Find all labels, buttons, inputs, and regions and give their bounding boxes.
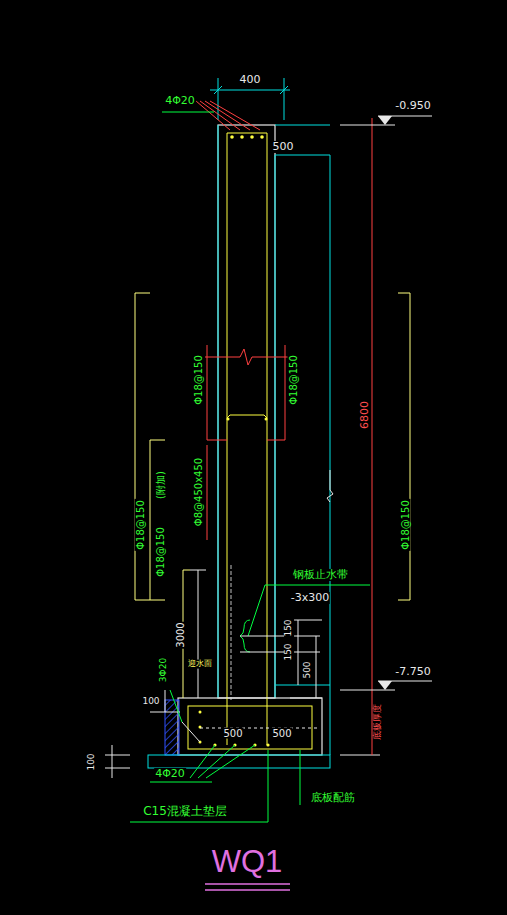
drawing-label: 钢板止水带 (292, 569, 349, 581)
rebar-or-dimension-note: Φ18@150 (400, 499, 411, 551)
rebar-or-dimension-note: 150 (284, 618, 294, 637)
level-marks (378, 116, 432, 690)
rebar-or-dimension-note: 3Φ20 (159, 657, 169, 683)
height-dimension (340, 118, 395, 755)
drawing-label: 500 (272, 141, 295, 153)
drawing-label: -3x300 (290, 592, 330, 604)
rebar-or-dimension-note: Φ18@150 (155, 526, 166, 578)
drawing-title: WQ1 (210, 844, 285, 880)
drawing-label: 4Φ20 (154, 768, 186, 780)
rebar-or-dimension-note: Φ18@150 (288, 354, 299, 406)
leader-lines (162, 101, 285, 540)
rebar-or-dimension-note: 3000 (175, 621, 186, 648)
rebar-or-dimension-note: Φ8@450x450 (193, 457, 204, 527)
break-symbol (205, 349, 333, 502)
rebar-dots (199, 135, 270, 746)
drawing-label: 500 (271, 728, 292, 739)
rebar-or-dimension-note: 500 (303, 660, 313, 679)
rebar-brackets (135, 293, 410, 698)
drawing-label: 500 (222, 728, 243, 739)
wall-outline (218, 125, 330, 755)
drawing-label: C15混凝土垫层 (142, 805, 228, 818)
rebar-or-dimension-note: (附加) (155, 470, 166, 500)
rebar-or-dimension-note: 100 (87, 752, 97, 771)
drawing-label: 400 (239, 74, 262, 86)
drawing-label: 底板配筋 (310, 792, 356, 804)
waterstop (240, 585, 370, 652)
title-underline (205, 884, 290, 890)
footing (148, 698, 330, 768)
bottom-leaders (130, 745, 300, 822)
wall-rebar (227, 133, 267, 700)
drawing-label: 迎水面 (187, 660, 213, 669)
rebar-or-dimension-note: 150 (284, 642, 294, 661)
rebar-or-dimension-note: Φ18@150 (135, 499, 146, 551)
rebar-or-dimension-note: Φ18@150 (193, 354, 204, 406)
drawing-label: -7.750 (394, 666, 431, 678)
drawing-label: 100 (141, 697, 160, 707)
rebar-or-dimension-note: 底板厚度 (373, 703, 383, 741)
drawing-label: -0.950 (394, 100, 431, 112)
drawing-label: 4Φ20 (164, 95, 196, 107)
rebar-or-dimension-note: 6800 (359, 400, 371, 430)
